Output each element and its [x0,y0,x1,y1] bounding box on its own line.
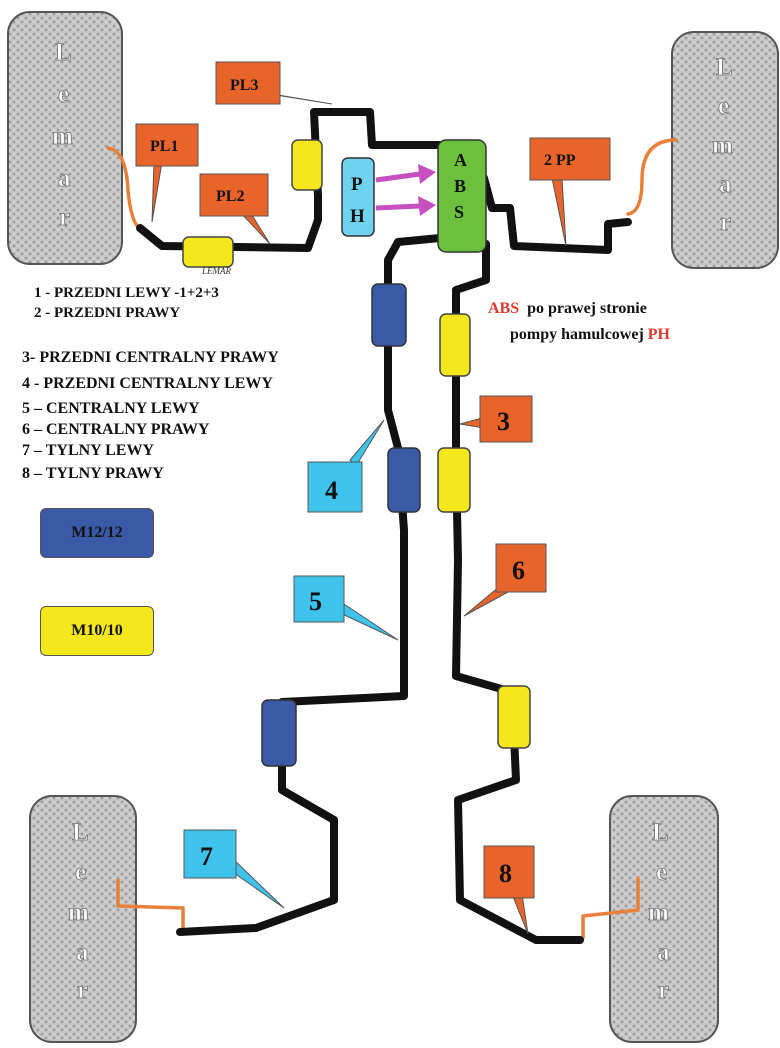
legend-item-8: 8 – TYLNY PRAWY [22,465,164,482]
wheel-front-right: L e m a r [671,31,779,269]
callout-4-label: 4 [325,476,338,505]
connector-yellow [182,236,234,268]
callout-pl2-label: PL2 [216,188,244,205]
callout-pl1-label: PL1 [150,138,178,155]
callout-6: 6 [463,543,547,617]
abs-unit: A B S [437,139,487,253]
callout-4: 4 [307,419,385,513]
callout-2pp-label: 2 PP [544,152,576,169]
hose-front-right [626,138,678,216]
wheel-letter: m [648,899,669,926]
hose-brand-label: LEMAR [201,266,231,276]
callout-7-label: 7 [200,842,213,871]
connector-yellow [497,685,531,749]
wheel-letter: a [58,165,71,192]
callout-5-label: 5 [309,587,322,616]
connectors [182,139,531,767]
legend-item-2: 2 - PRZEDNI PRAWY [34,305,181,321]
abs-letter: S [454,202,464,222]
callout-2pp: 2 PP [529,137,611,247]
legend-item-6: 6 – CENTRALNY PRAWY [22,421,210,438]
legend-item-7: 7 – TYLNY LEWY [22,442,155,459]
wheel-letter: r [658,977,669,1004]
callout-8-label: 8 [499,859,512,888]
hose-rear-right [581,876,640,940]
wheel-letter: m [68,899,89,926]
wheel-letter: r [77,977,88,1004]
wheel-letter: L [652,819,669,846]
wheel-letter: e [718,93,729,120]
callout-pl2: PL2 [199,173,271,245]
wheel-letter: m [52,123,73,150]
callout-3-label: 3 [497,407,510,436]
wheel-letter: a [719,171,732,198]
wheel-rear-right: L e m a r [609,795,719,1043]
callout-7: 7 [183,829,285,909]
wheel-front-left: L e m a r [7,11,123,265]
abs-note-line-2: pompy hamulcowej PH [510,326,670,344]
legend-item-4: 4 - PRZEDNI CENTRALNY LEWY [22,375,273,392]
connector-yellow [291,139,323,191]
abs-note-ph: PH [647,326,670,343]
callout-pl3: PL3 [215,61,333,105]
wheel-rear-left: L e m a r [29,795,137,1043]
pump-to-abs-arrows [375,164,436,216]
wheel-letter: e [75,859,86,886]
abs-letter: A [454,150,467,170]
connector-blue [371,283,407,347]
callout-5: 5 [293,575,399,641]
connector-blue [387,447,421,513]
callout-pl1: PL1 [135,123,199,223]
wheel-letter: e [58,81,69,108]
ph-letter: P [351,174,363,195]
wheel-letter: e [656,859,667,886]
callout-pl3-label: PL3 [230,77,258,94]
wheel-rear-left-lettering: L e m a r [68,819,90,1005]
wheel-letter: L [55,39,72,66]
wheel-letter: a [76,939,89,966]
connector-blue [261,699,297,767]
connector-yellow [439,313,471,377]
wheel-letter: r [59,204,70,231]
wheel-front-right-lettering: L e m a r [712,54,734,237]
legend-item-5: 5 – CENTRALNY LEWY [22,400,200,417]
hose-front-left [106,146,144,232]
wheel-rear-right-lettering: L e m a r [648,819,671,1005]
legend-item-3: 3- PRZEDNI CENTRALNY PRAWY [22,349,279,366]
abs-note-pump: pompy hamulcowej [510,326,644,343]
wheel-front-left-lettering: L e m a r [52,39,74,232]
ph-letter: H [350,206,365,227]
wheel-letter: r [720,209,731,236]
abs-note-abs: ABS [488,300,520,317]
abs-letter: B [454,176,466,196]
abs-note-line-1: ABS po prawej stronie [488,300,647,318]
wheel-letter: m [712,132,733,159]
abs-note-rest: po prawej stronie [527,300,647,317]
brake-line-left-central [176,234,444,936]
wheel-letter: L [72,819,89,846]
brake-line-front-right [480,174,632,254]
callout-3: 3 [459,395,533,443]
swatch-m10: M10/10 [40,606,154,656]
connector-yellow [437,447,471,513]
callout-6-label: 6 [512,556,525,585]
brake-pump-ph: P H [341,157,375,237]
hose-rear-left [116,878,185,930]
wheel-letter: a [657,939,670,966]
legend-item-1: 1 - PRZEDNI LEWY -1+2+3 [34,285,219,301]
callout-8: 8 [483,845,535,935]
wheel-letter: L [716,54,733,81]
brake-lines [136,108,632,944]
swatch-m12: M12/12 [40,508,154,558]
brake-line-right-central [452,240,584,944]
